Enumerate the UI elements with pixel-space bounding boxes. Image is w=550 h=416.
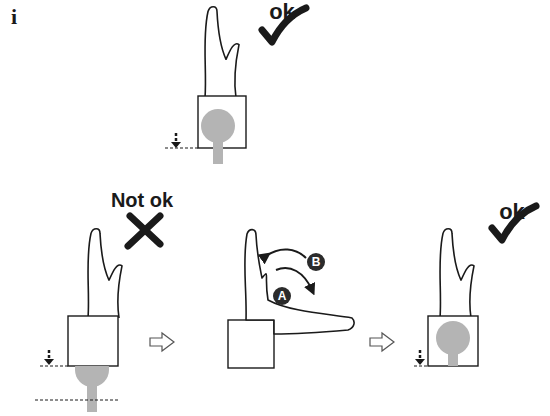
info-icon: i	[11, 6, 17, 28]
x-mark	[128, 216, 160, 246]
hand	[88, 229, 122, 318]
box	[68, 316, 118, 366]
step-badge: B	[307, 253, 325, 271]
pin-head	[201, 109, 235, 143]
box	[428, 316, 478, 366]
step-letter: A	[278, 290, 287, 302]
step-badge: A	[273, 287, 291, 305]
hand	[440, 229, 474, 318]
status-label: ok	[269, 1, 295, 23]
box	[228, 320, 274, 368]
hand	[205, 7, 239, 98]
hand	[245, 230, 354, 334]
status-label: ok	[499, 201, 525, 223]
step-letter: B	[312, 256, 321, 268]
status-label: Not ok	[111, 190, 173, 210]
box	[198, 96, 246, 148]
